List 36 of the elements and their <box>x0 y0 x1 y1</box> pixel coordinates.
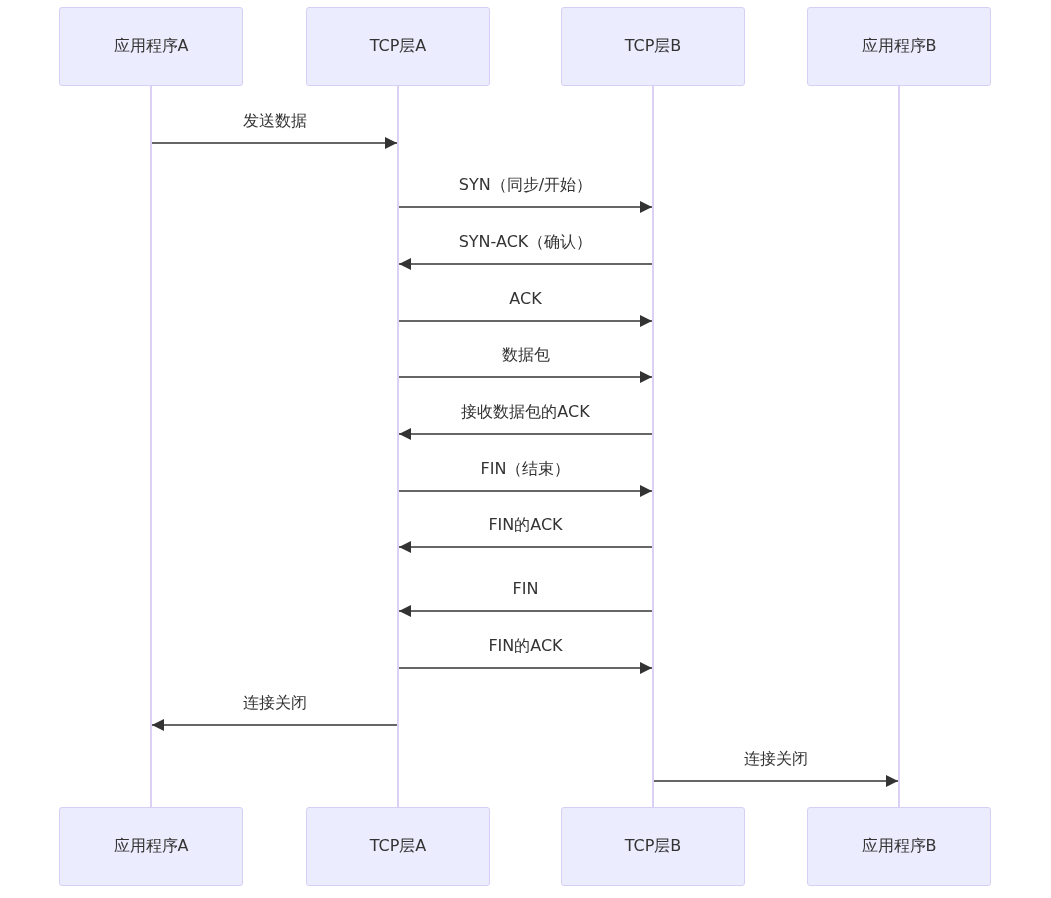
participant-box: TCP层A <box>306 7 490 86</box>
message-arrow <box>398 485 653 497</box>
message-arrow <box>398 258 653 270</box>
message-arrow <box>151 719 398 731</box>
message-label: 连接关闭 <box>744 749 808 770</box>
message-arrow <box>653 775 899 787</box>
message-arrow <box>398 662 653 674</box>
participant-box: 应用程序B <box>807 807 991 886</box>
message-label: FIN <box>512 579 539 598</box>
participant-box: 应用程序B <box>807 7 991 86</box>
participant-box: TCP层B <box>561 807 745 886</box>
participant-box: TCP层B <box>561 7 745 86</box>
participant-box: 应用程序A <box>59 7 243 86</box>
message-label: SYN（同步/开始） <box>458 175 593 196</box>
lifeline <box>397 86 399 807</box>
lifeline <box>898 86 900 807</box>
message-arrow <box>398 605 653 617</box>
message-arrow <box>398 371 653 383</box>
message-label: 数据包 <box>501 345 550 366</box>
message-arrow <box>151 137 398 149</box>
message-label: FIN的ACK <box>488 515 563 536</box>
message-arrow <box>398 201 653 213</box>
message-label: 连接关闭 <box>242 693 307 714</box>
message-arrow <box>398 315 653 327</box>
message-label: ACK <box>509 289 542 308</box>
lifeline <box>150 86 152 807</box>
participant-box: TCP层A <box>306 807 490 886</box>
message-label: SYN-ACK（确认） <box>458 232 593 253</box>
message-arrow <box>398 541 653 553</box>
message-arrow <box>398 428 653 440</box>
message-label: 发送数据 <box>242 111 307 132</box>
message-label: FIN（结束） <box>480 459 571 480</box>
participant-box: 应用程序A <box>59 807 243 886</box>
lifeline <box>652 86 654 807</box>
message-label: 接收数据包的ACK <box>461 402 590 423</box>
message-label: FIN的ACK <box>488 636 563 657</box>
